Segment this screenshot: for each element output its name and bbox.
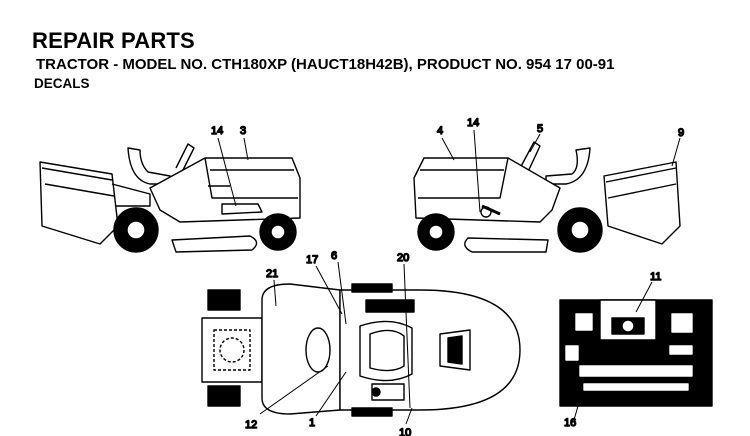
callout-right-5: 5 — [537, 123, 543, 135]
callout-right-4: 4 — [437, 125, 443, 137]
page-title: REPAIR PARTS — [32, 28, 195, 53]
dash-panel-view — [559, 281, 713, 421]
callout-top-6: 6 — [331, 250, 337, 262]
model-subtitle: TRACTOR - MODEL NO. CTH180XP (HAUCT18H42… — [36, 56, 615, 73]
callout-top-17: 17 — [306, 254, 318, 266]
callout-top-12: 12 — [245, 419, 257, 431]
tractor-top-view — [201, 261, 521, 425]
callout-dash-11: 11 — [650, 271, 661, 283]
callout-top-20: 20 — [397, 252, 409, 264]
callout-dash-16: 16 — [564, 417, 576, 429]
callout-left-3: 3 — [240, 125, 246, 137]
callout-right-14: 14 — [467, 117, 479, 129]
tractor-right-side-view — [413, 129, 681, 253]
callout-top-1: 1 — [309, 417, 315, 429]
callout-top-10: 10 — [399, 427, 411, 436]
tractor-left-side-view — [39, 137, 301, 253]
callout-left-14: 14 — [211, 125, 223, 137]
section-heading: DECALS — [34, 76, 90, 91]
callout-top-21: 21 — [266, 268, 278, 280]
callout-right-9: 9 — [678, 127, 684, 139]
